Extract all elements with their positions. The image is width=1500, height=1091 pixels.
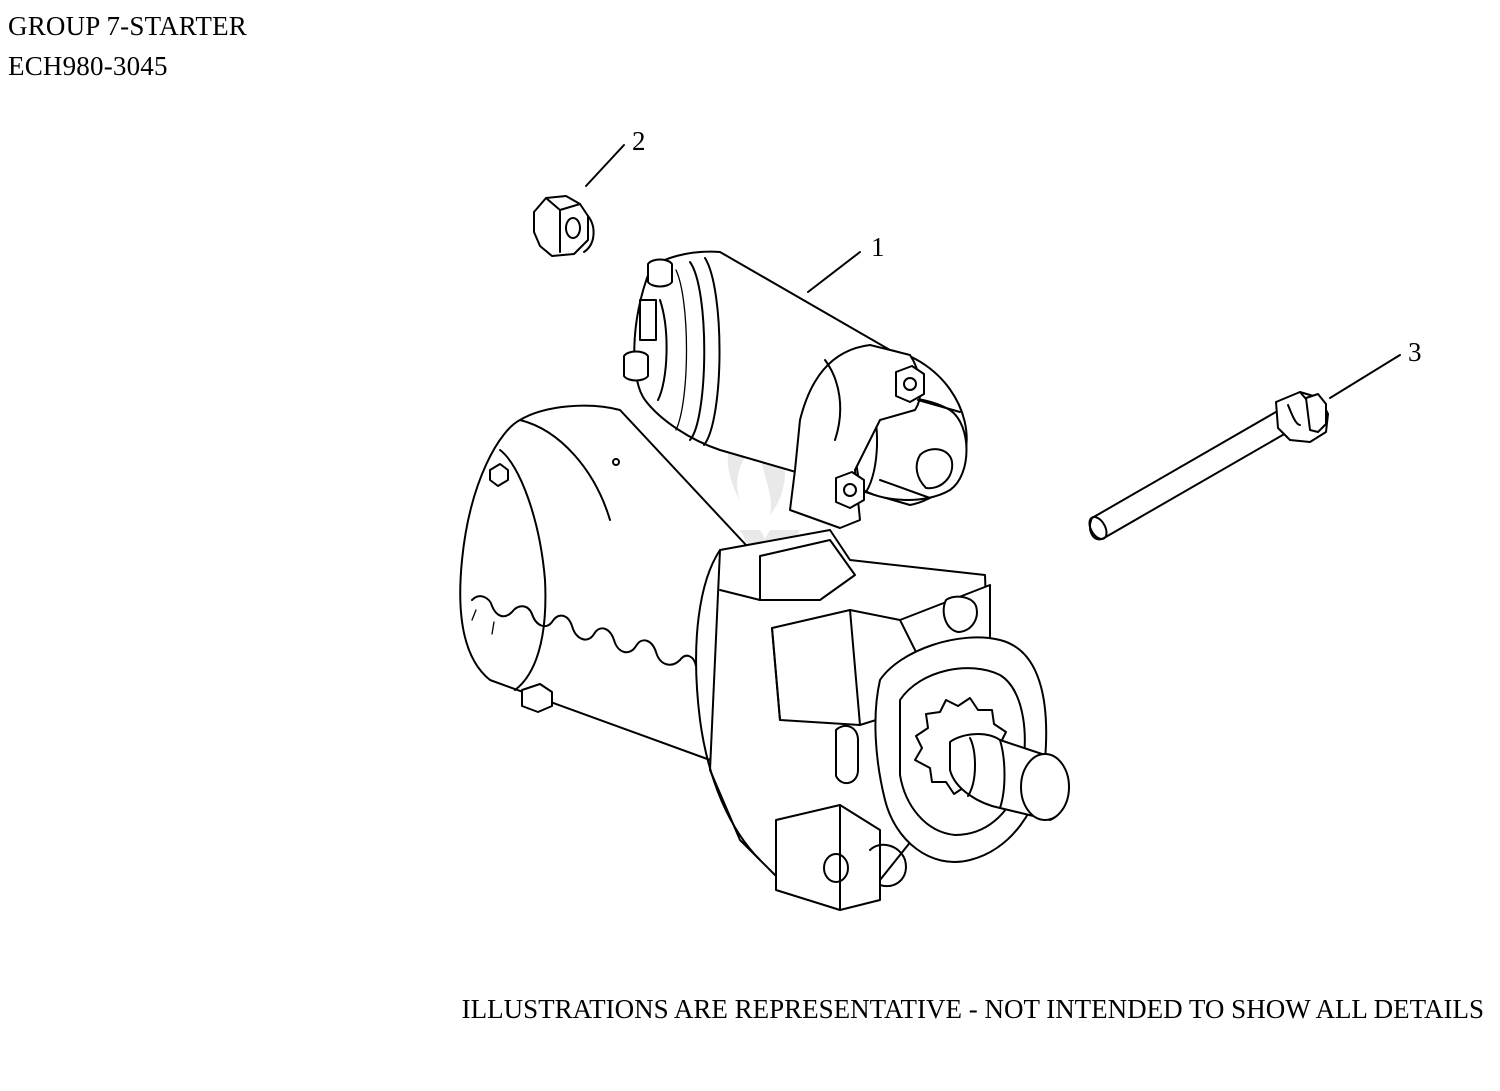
callout-1-label: 1: [871, 232, 885, 262]
flange-nut-part: [533, 195, 595, 257]
diagram-header: GROUP 7-STARTER ECH980-3045: [8, 6, 247, 86]
callout-1-leader-line: [807, 251, 861, 293]
group-title: GROUP 7-STARTER: [8, 11, 247, 41]
callout-3-leader-line: [1329, 354, 1401, 399]
upper-stud: [895, 365, 925, 403]
callout-2-label: 2: [632, 126, 646, 156]
callout-3-label: 3: [1408, 337, 1422, 367]
lower-stud: [835, 471, 865, 509]
callout-2-leader-line: [585, 144, 625, 187]
model-number: ECH980-3045: [8, 51, 168, 81]
flange-bolt-part: [1088, 391, 1329, 541]
disclaimer-note: ILLUSTRATIONS ARE REPRESENTATIVE - NOT I…: [461, 994, 1484, 1024]
starter-motor-part: [459, 250, 1070, 911]
